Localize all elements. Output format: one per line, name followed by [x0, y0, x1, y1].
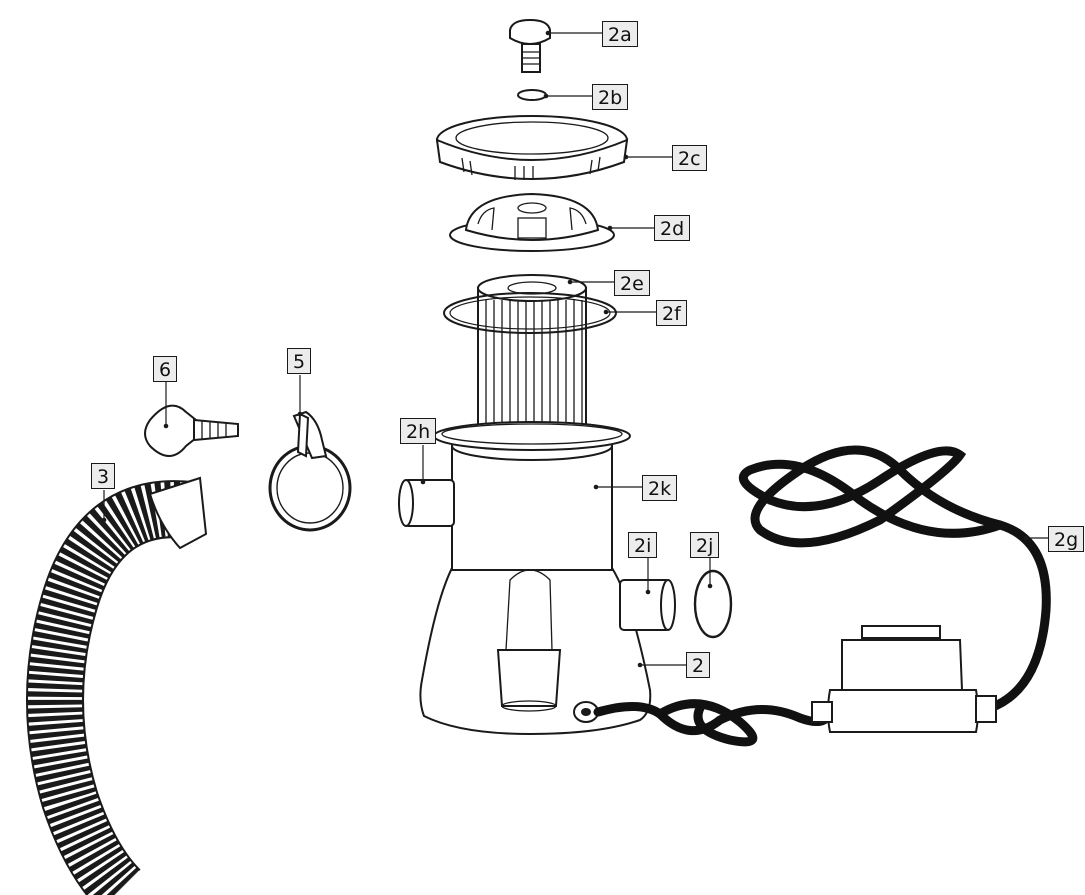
- callout-2i: 2i: [628, 532, 658, 558]
- callout-2: 2: [686, 652, 711, 678]
- part-3-hose: [26, 476, 208, 895]
- part-2-pump-housing: [398, 421, 676, 736]
- part-2b-o-ring: [517, 89, 547, 101]
- callout-6: 6: [153, 356, 178, 382]
- callout-2e: 2e: [614, 270, 650, 296]
- callout-2d: 2d: [654, 215, 691, 241]
- callout-2f: 2f: [656, 300, 687, 326]
- callout-2h: 2h: [400, 418, 437, 444]
- part-2f-large-o-ring: [443, 292, 617, 334]
- callout-2b: 2b: [592, 84, 629, 110]
- callout-2g: 2g: [1048, 526, 1085, 552]
- callout-2k: 2k: [642, 475, 678, 501]
- part-2d-filter-cover: [449, 192, 615, 252]
- callout-5: 5: [287, 348, 312, 374]
- callout-2j: 2j: [690, 532, 720, 558]
- part-2g-power-cord: [593, 445, 1051, 747]
- callout-2a: 2a: [602, 21, 638, 47]
- part-5-hose-clamp: [268, 410, 352, 532]
- part-2j-o-ring: [693, 569, 733, 639]
- part-2c-locking-ring: [435, 115, 629, 180]
- part-2a-air-release-valve: [509, 18, 551, 73]
- part-6-strainer-connector: [144, 404, 239, 457]
- callout-2c: 2c: [672, 145, 707, 171]
- callout-3: 3: [91, 463, 116, 489]
- leader-lines: [101, 30, 1048, 668]
